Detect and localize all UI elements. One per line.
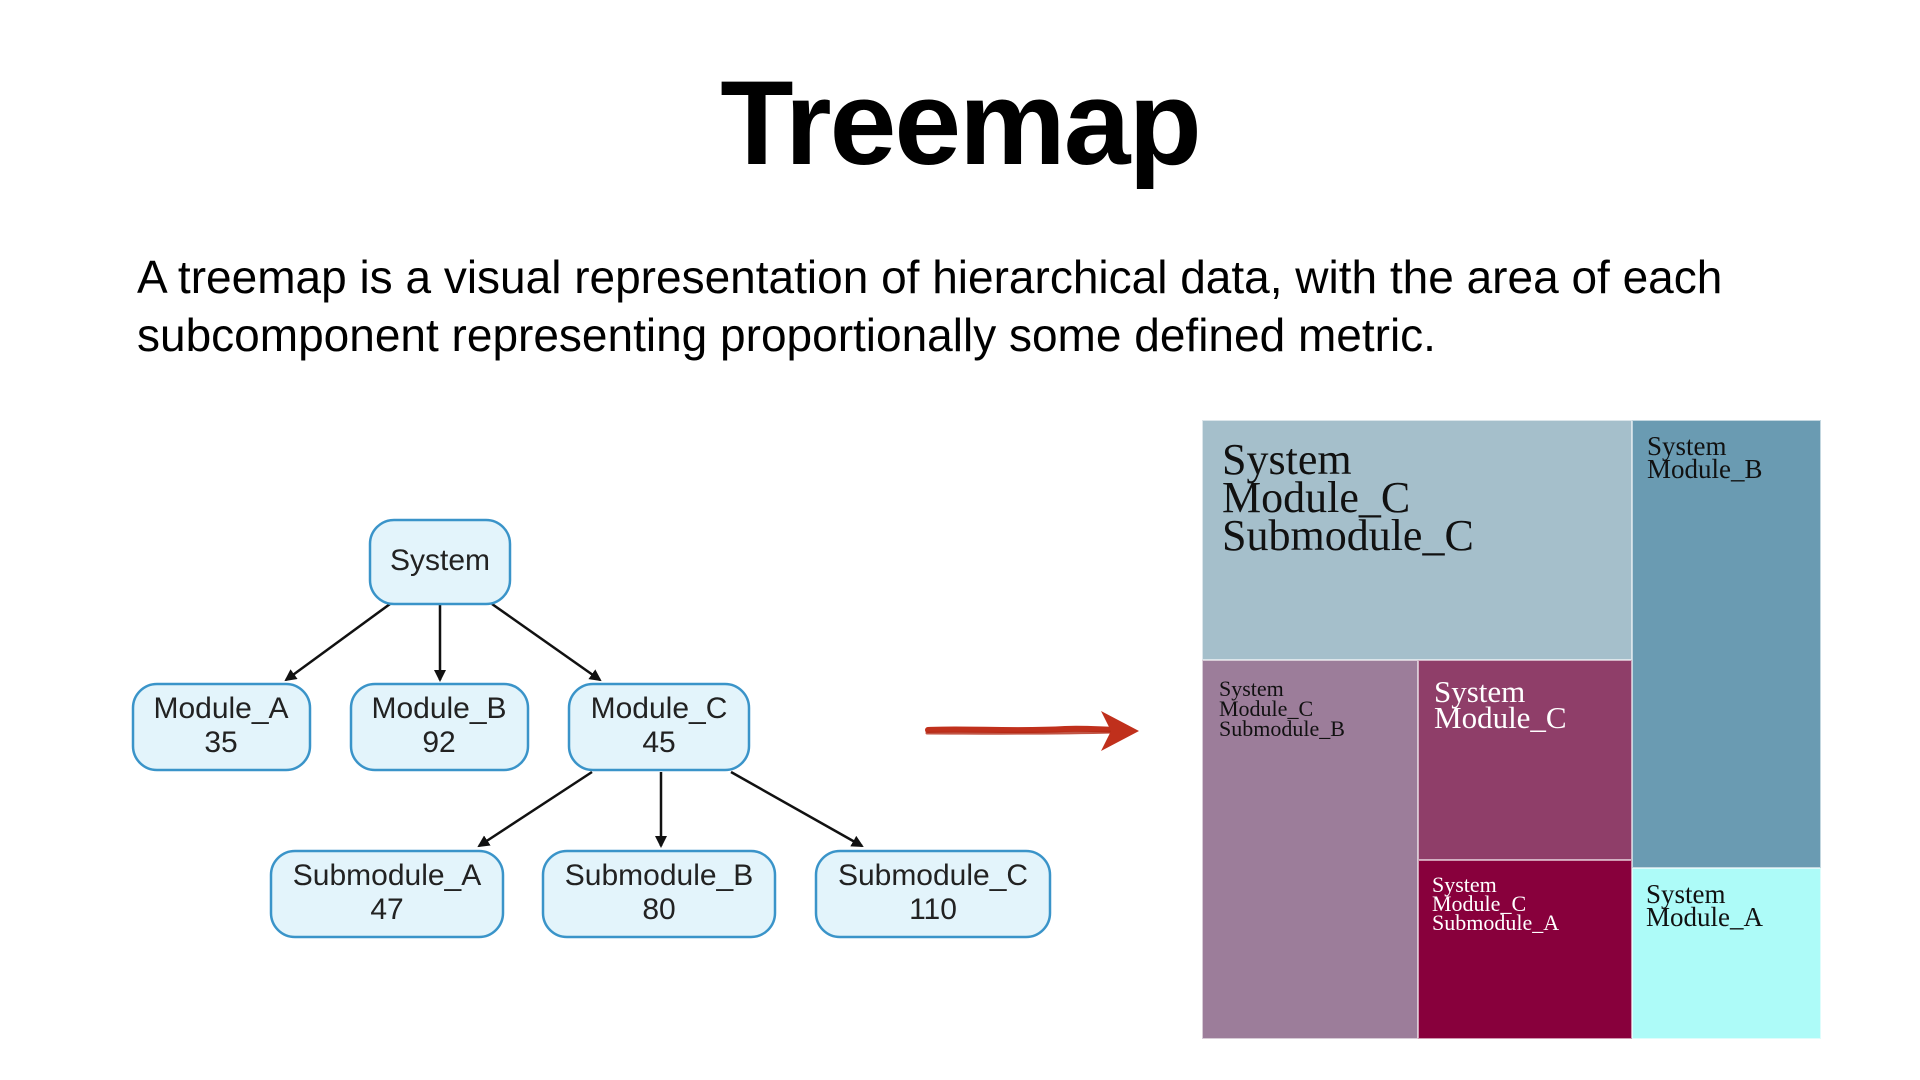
tile-line: System xyxy=(1646,879,1726,909)
edge-module-c-submodule-c xyxy=(730,770,864,848)
edge-system-module-a xyxy=(284,602,391,682)
treemap-tile-submodule-b: System Module_C Submodule_B xyxy=(1202,660,1418,1039)
node-submodule-a-value: 47 xyxy=(370,893,403,926)
tile-line: Module_C xyxy=(1222,473,1411,522)
tile-line: Module_A xyxy=(1646,902,1763,932)
tile-line: System xyxy=(1222,435,1352,484)
node-module-a-label: Module_A xyxy=(153,692,288,725)
node-submodule-c-value: 110 xyxy=(909,893,957,926)
tile-line: Module_C xyxy=(1432,891,1527,916)
node-submodule-a: Submodule_A 47 xyxy=(269,849,505,939)
description-line-2: subcomponent representing proportionally… xyxy=(137,309,1436,361)
node-submodule-c-label: Submodule_C xyxy=(838,859,1028,892)
transform-arrow-icon xyxy=(925,711,1139,751)
tile-line: System xyxy=(1647,431,1727,461)
node-module-b: Module_B 92 xyxy=(349,682,530,772)
node-module-b-value: 92 xyxy=(422,726,455,759)
tile-line: Submodule_B xyxy=(1219,716,1345,741)
edge-module-c-submodule-a xyxy=(477,770,593,848)
slide-title: Treemap xyxy=(720,56,1202,190)
node-module-a: Module_A 35 xyxy=(131,682,312,772)
treemap-tile-module-c: System Module_C xyxy=(1418,660,1632,860)
treemap-tile-module-b: System Module_B xyxy=(1632,420,1821,868)
tile-line: System xyxy=(1434,674,1526,709)
tile-line: Submodule_C xyxy=(1222,511,1474,560)
treemap-tile-submodule-c: System Module_C Submodule_C xyxy=(1202,420,1632,660)
node-module-c-value: 45 xyxy=(642,726,675,759)
tile-line: Module_C xyxy=(1219,696,1314,721)
tile-line: System xyxy=(1219,676,1284,701)
node-module-b-label: Module_B xyxy=(371,692,506,725)
tile-line: Module_B xyxy=(1647,454,1763,484)
node-submodule-a-label: Submodule_A xyxy=(293,859,481,892)
tile-line: Module_C xyxy=(1434,700,1567,735)
description-line-1: A treemap is a visual representation of … xyxy=(137,251,1723,303)
node-submodule-b-label: Submodule_B xyxy=(565,859,753,892)
edge-system-module-c xyxy=(491,602,602,682)
node-system-label: System xyxy=(390,544,490,577)
node-module-c: Module_C 45 xyxy=(567,682,751,772)
node-submodule-c: Submodule_C 110 xyxy=(814,849,1052,939)
tile-line: System xyxy=(1432,872,1497,897)
node-submodule-b: Submodule_B 80 xyxy=(541,849,777,939)
node-system: System xyxy=(368,518,512,606)
treemap-tile-module-a: System Module_A xyxy=(1632,868,1821,1039)
node-submodule-b-value: 80 xyxy=(642,893,675,926)
treemap: System Module_C Submodule_C System Modul… xyxy=(1202,420,1821,1039)
node-module-c-label: Module_C xyxy=(591,692,728,725)
treemap-tile-submodule-a: System Module_C Submodule_A xyxy=(1418,860,1632,1039)
node-module-a-value: 35 xyxy=(204,726,237,759)
tile-line: Submodule_A xyxy=(1432,910,1560,935)
slide-description: A treemap is a visual representation of … xyxy=(137,248,1837,364)
